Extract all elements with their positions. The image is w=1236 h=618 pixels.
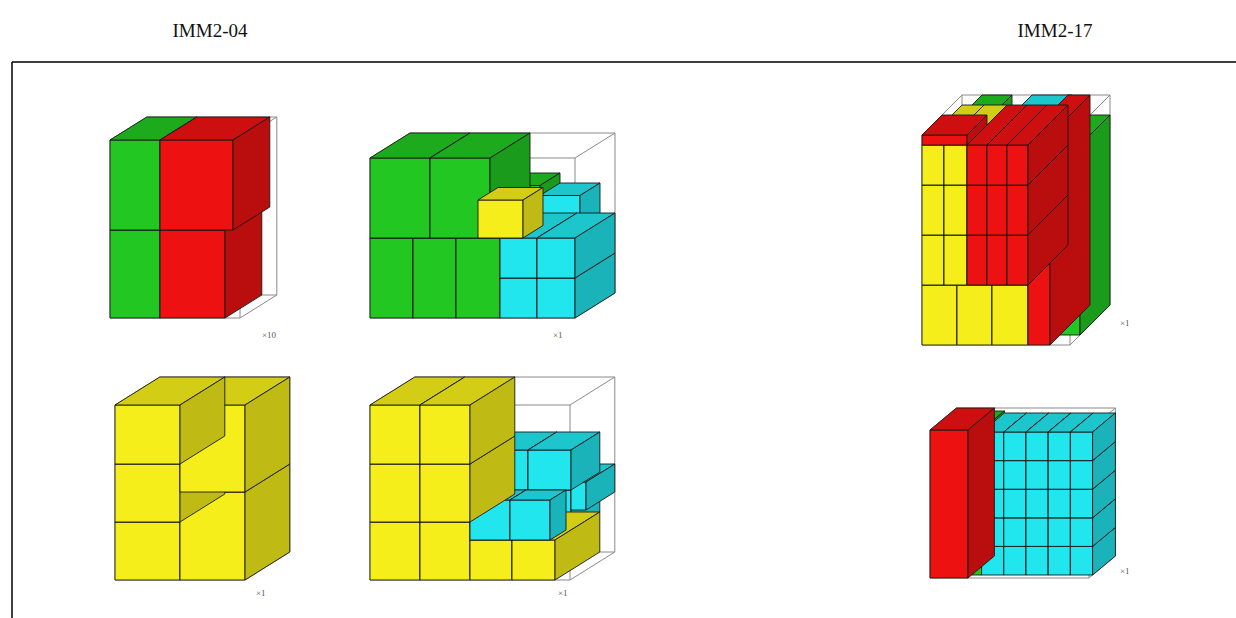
box-front: [944, 145, 967, 185]
box-front: [537, 278, 575, 318]
box-front: [1026, 461, 1048, 490]
box-front: [987, 145, 1007, 185]
box-front: [110, 230, 160, 318]
frame-line: [12, 61, 1236, 63]
box-side: [1028, 105, 1068, 185]
box-front: [922, 185, 944, 235]
container-edge: [276, 117, 277, 295]
box-front: [370, 405, 420, 464]
box-front: [420, 522, 470, 580]
frame-line: [11, 62, 13, 618]
box-front: [470, 540, 512, 580]
pattern-count: ×1: [1120, 566, 1130, 576]
container-scenes: [110, 95, 1115, 580]
box-front: [1048, 489, 1070, 518]
box-front: [160, 140, 233, 230]
box-front: [922, 285, 957, 345]
box-side: [987, 145, 1027, 235]
box-top: [967, 145, 1027, 185]
box-front: [370, 464, 420, 522]
box-front: [1004, 461, 1026, 490]
case-title: IMM2-17: [1018, 20, 1093, 42]
box-front: [1004, 546, 1026, 575]
box-front: [456, 238, 500, 318]
box-front: [1007, 235, 1028, 285]
box-front: [413, 238, 456, 318]
box-front: [1026, 432, 1048, 461]
box-front: [987, 185, 1007, 235]
box-front: [967, 145, 987, 185]
pattern-count: ×1: [553, 330, 563, 340]
box-front: [944, 185, 967, 235]
box-front: [1004, 518, 1026, 547]
box-front: [1026, 489, 1048, 518]
box-front: [922, 235, 944, 285]
box-front: [500, 238, 537, 278]
box-front: [478, 200, 523, 238]
box-front: [1070, 546, 1092, 575]
box-front: [1048, 461, 1070, 490]
box-front: [957, 285, 992, 345]
box-front: [160, 230, 225, 318]
box-front: [1070, 489, 1092, 518]
box-front: [500, 278, 537, 318]
box-side: [233, 117, 270, 230]
box-front: [115, 405, 180, 464]
case-title: IMM2-04: [173, 20, 248, 42]
box-front: [992, 285, 1028, 345]
box-front: [1048, 432, 1070, 461]
container-edge: [575, 133, 615, 158]
box-front: [115, 522, 180, 580]
box-side: [571, 432, 600, 490]
box-front: [1048, 518, 1070, 547]
box-front: [1004, 432, 1026, 461]
box-side: [550, 490, 566, 540]
box-front: [987, 235, 1007, 285]
box-front: [115, 464, 180, 522]
box-front: [370, 238, 413, 318]
box-side: [968, 408, 994, 578]
box-front: [930, 430, 968, 578]
box-top: [944, 145, 1007, 185]
box-front: [1026, 518, 1048, 547]
box-front: [1026, 546, 1048, 575]
pattern-count: ×10: [262, 330, 276, 340]
box-front: [110, 140, 160, 230]
box-front: [528, 450, 571, 490]
box-front: [537, 238, 575, 278]
box-side: [245, 377, 290, 492]
box-front: [967, 235, 987, 285]
box-front: [1070, 432, 1092, 461]
box-side: [575, 213, 615, 278]
box-side: [967, 145, 1007, 235]
box-front: [1070, 518, 1092, 547]
container-edge: [570, 377, 615, 405]
box-side: [470, 377, 515, 464]
pattern-count: ×1: [558, 588, 568, 598]
box-front: [370, 158, 430, 238]
box-front: [967, 185, 987, 235]
box-front: [922, 145, 944, 185]
box-front: [944, 235, 967, 285]
pattern-count: ×1: [256, 588, 266, 598]
box-front: [1007, 185, 1028, 235]
box-side: [1093, 413, 1116, 461]
box-front: [510, 500, 550, 540]
box-front: [1048, 546, 1070, 575]
box-front: [420, 464, 470, 522]
box-side: [967, 115, 987, 145]
box-front: [512, 540, 555, 580]
box-side: [180, 377, 225, 464]
pattern-count: ×1: [1120, 318, 1130, 328]
box-front: [420, 405, 470, 464]
box-front: [1070, 461, 1092, 490]
box-front: [1004, 489, 1026, 518]
box-front: [370, 522, 420, 580]
box-side: [523, 188, 543, 239]
box-front: [922, 135, 967, 145]
box-front: [1007, 145, 1028, 185]
